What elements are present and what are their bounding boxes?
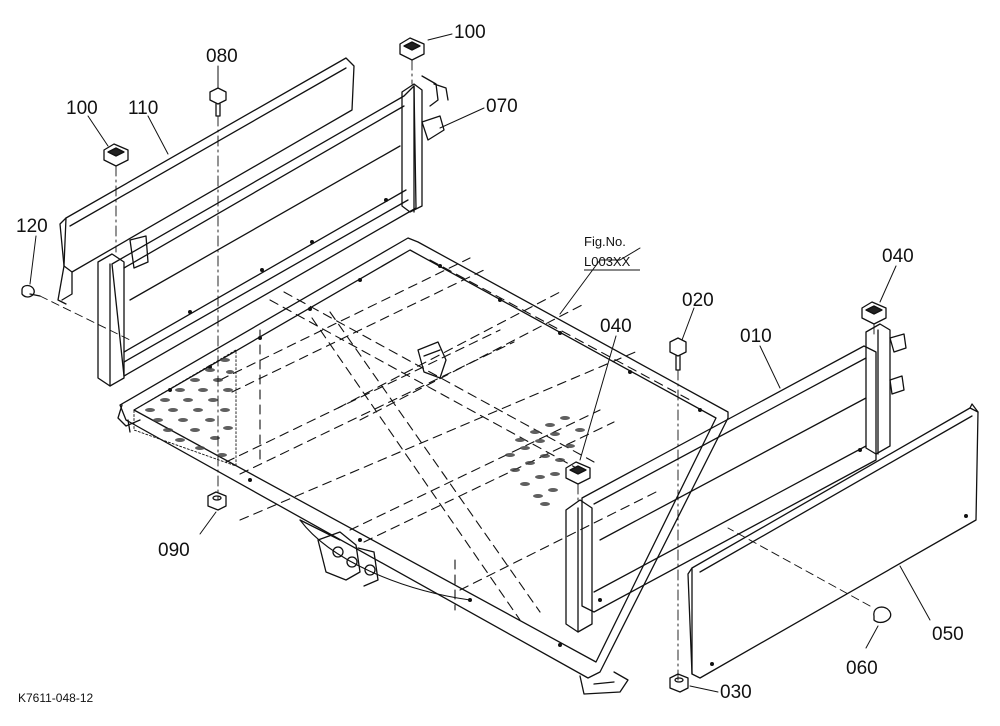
leader-lines [29,33,931,693]
knob-060 [727,527,892,624]
right-side-gate [565,323,907,633]
callout-030: 030 [720,682,752,703]
nut-030 [669,673,689,693]
callout-070: 070 [486,96,518,117]
cap-100-top [399,37,425,61]
callout-100-left: 100 [66,98,98,119]
checker-plate-left [133,349,237,467]
drawing-code: K7611-048-12 [18,691,93,705]
callout-060: 060 [846,658,878,679]
bed-floor-frame [117,237,729,695]
right-guard-panel [687,403,979,679]
cap-040-right [861,301,887,325]
callout-020: 020 [682,290,714,311]
left-side-gate [97,75,449,387]
callout-100-top: 100 [454,22,486,43]
callout-040-right: 040 [882,246,914,267]
bolt-020 [669,337,687,681]
fig-no-label: Fig.No. [584,234,626,249]
fig-no-value: L003XX [584,254,631,269]
callout-120: 120 [16,216,48,237]
callout-050: 050 [932,624,964,645]
callout-110: 110 [128,98,158,119]
nut-090 [207,491,227,511]
cap-040-mid [565,461,591,485]
callout-090: 090 [158,540,190,561]
callout-010: 010 [740,326,772,347]
cap-100-left [103,143,129,167]
left-guard-panel [57,57,355,305]
callout-080: 080 [206,46,238,67]
checker-plate-right [505,416,585,506]
callout-040-mid: 040 [600,316,632,337]
clip-120 [21,284,131,341]
hitch-bracket [317,531,379,587]
